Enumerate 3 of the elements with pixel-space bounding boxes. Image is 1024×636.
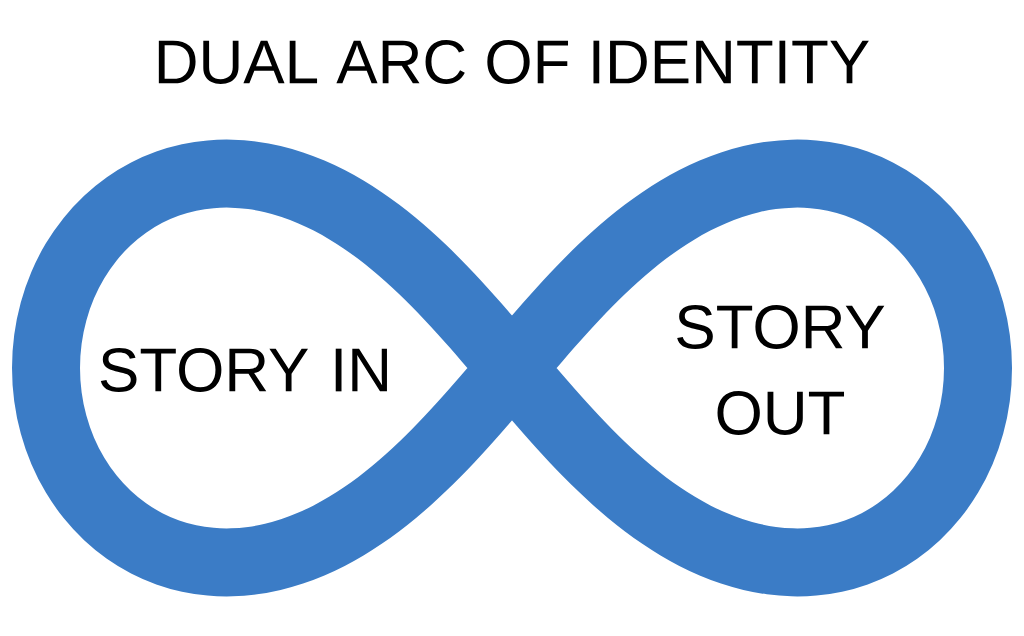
loop-label: STORY IN	[100, 348, 387, 392]
loop-label: STORY OUT	[677, 305, 885, 435]
title: DUAL ARC OF IDENTITY	[158, 40, 869, 84]
